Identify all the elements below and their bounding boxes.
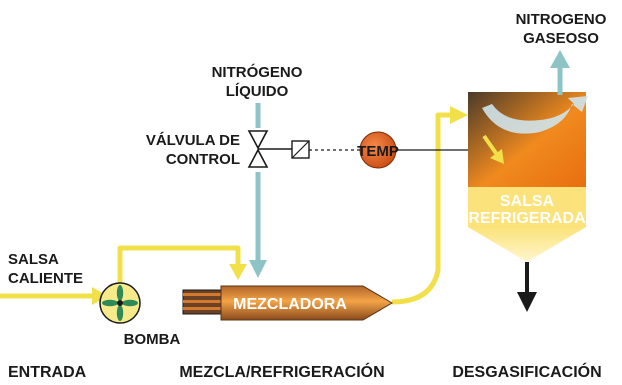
section-degassing: DESGASIFICACIÓN (452, 362, 601, 381)
hot-sauce-label-2: CALIENTE (8, 270, 83, 287)
control-valve (247, 130, 292, 168)
cooled-sauce-label-2: REFRIGERADA (468, 210, 586, 227)
inlet-arrowhead (92, 287, 108, 305)
liquid-nitrogen-label-1: NITRÓGENO (212, 63, 303, 81)
gas-swirl (482, 96, 588, 134)
valve-actuator (291, 140, 310, 159)
temp-sensor (359, 131, 397, 169)
pump-to-mixer-arrowhead (229, 264, 247, 280)
mixer (182, 285, 393, 321)
control-valve-label-1: VÁLVULA DE (146, 132, 240, 149)
pump-to-mixer-line (117, 245, 241, 283)
nitrogen-gas-outlet (550, 50, 570, 95)
liquid-nitrogen-label-2: LÍQUIDO (226, 83, 289, 100)
nitrogen-gas-label-1: NITROGENO (516, 11, 607, 28)
section-inlet: ENTRADA (8, 364, 87, 381)
control-valve-label-2: CONTROL (166, 151, 240, 168)
nitrogen-gas-label-2: GASEOSO (523, 30, 599, 47)
pump-label: BOMBA (124, 331, 181, 348)
temp-label: TEMP (357, 143, 399, 160)
section-mixing: MEZCLA/REFRIGERACIÓN (179, 362, 384, 381)
cooled-sauce-label-1: SALSA (500, 193, 555, 210)
sauce-outlet (517, 262, 537, 312)
hot-sauce-label-1: SALSA (8, 251, 59, 268)
pump (99, 282, 141, 324)
mixer-label: MEZCLADORA (233, 296, 347, 313)
sauce-arrowheads (92, 106, 468, 305)
liquid-nitrogen-line (249, 103, 267, 278)
tank-inlet-arrowhead (450, 106, 468, 124)
degassing-tank (468, 92, 588, 262)
mixer-to-tank-line (391, 112, 455, 305)
liquid-nitrogen-arrowhead (249, 260, 267, 278)
sauce-lines (0, 112, 455, 305)
